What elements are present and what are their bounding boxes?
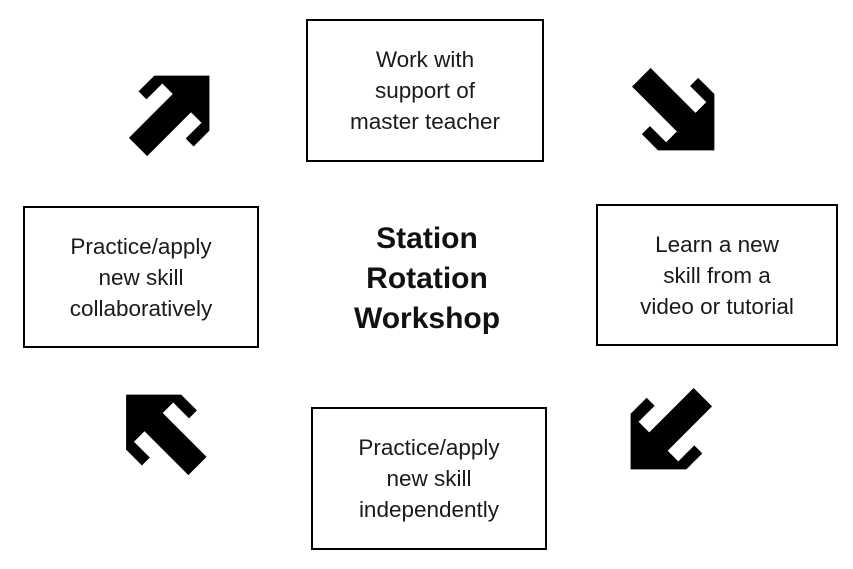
southeast-arrow-icon xyxy=(631,67,715,151)
northwest-arrow-icon xyxy=(126,394,207,476)
southwest-arrow-icon xyxy=(630,387,713,470)
node-text-line: skill from a xyxy=(663,262,771,288)
node-text-line: collaboratively xyxy=(69,295,213,321)
node-text-line: independently xyxy=(358,497,500,522)
node-text-line: Work with xyxy=(375,47,475,72)
node-practice-collaboratively: Practice/apply new skill collaboratively xyxy=(23,206,259,348)
node-learn-new-skill: Learn a new skill from a video or tutori… xyxy=(596,204,838,346)
cycle-title-line: Rotation xyxy=(366,262,488,295)
node-text-line: video or tutorial xyxy=(640,293,794,319)
cycle-title-line: Workshop xyxy=(353,302,501,335)
node-text-line: master teacher xyxy=(349,109,501,134)
node-text-line: Practice/apply xyxy=(70,233,212,259)
node-text-line: support of xyxy=(374,78,476,103)
node-text-line: Learn a new xyxy=(655,231,779,257)
node-text-line: Practice/apply xyxy=(358,435,500,460)
northeast-arrow-icon xyxy=(128,75,210,157)
node-practice-independently: Practice/apply new skill independently xyxy=(311,407,547,550)
node-text-line: new skill xyxy=(386,466,472,491)
node-work-with-master-teacher: Work with support of master teacher xyxy=(306,19,544,162)
cycle-title-line: Station xyxy=(376,222,478,255)
cycle-title: Station Rotation Workshop xyxy=(307,219,547,339)
node-text-line: new skill xyxy=(98,264,184,290)
